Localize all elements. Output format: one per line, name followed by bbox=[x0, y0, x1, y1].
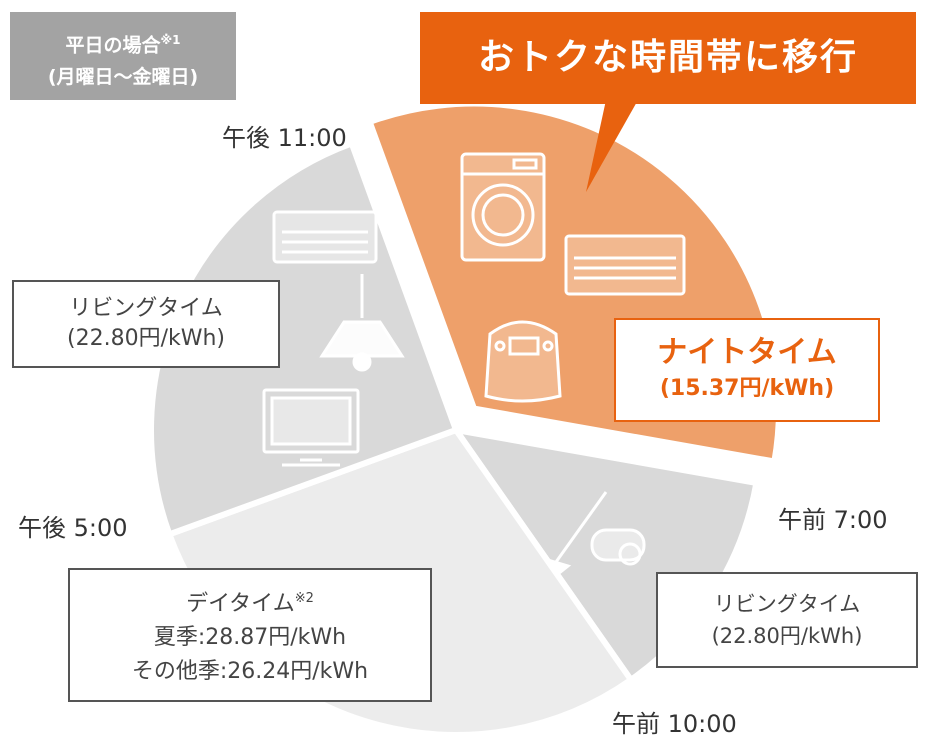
shift-banner: おトクな時間帯に移行 bbox=[420, 12, 916, 104]
living-time-evening-name: リビングタイム bbox=[69, 296, 223, 321]
time-label-am7: 午前 7:00 bbox=[778, 506, 888, 534]
weekday-badge: 平日の場合※1 (月曜日〜金曜日) bbox=[10, 12, 236, 100]
living-time-evening-rate: (22.80円/kWh) bbox=[67, 326, 225, 351]
time-label-am10: 午前 10:00 bbox=[612, 710, 737, 738]
day-time-other-rate: その他季:26.24円/kWh bbox=[131, 659, 369, 685]
footnote-mark-1: ※1 bbox=[160, 33, 181, 47]
vacuum-cleaner-icon bbox=[544, 491, 646, 577]
pendant-lamp-icon bbox=[319, 274, 405, 372]
television-icon bbox=[262, 388, 360, 467]
rice-cooker-icon bbox=[484, 320, 562, 403]
washing-machine-icon bbox=[460, 152, 546, 262]
living-time-evening-label: リビングタイム (22.80円/kWh) bbox=[12, 280, 280, 368]
badge-line1: 平日の場合※1 bbox=[65, 33, 181, 57]
living-time-morning-name: リビングタイム bbox=[713, 592, 861, 616]
air-conditioner-icon bbox=[272, 210, 378, 264]
living-time-morning-label: リビングタイム (22.80円/kWh) bbox=[656, 572, 918, 668]
day-time-label: デイタイム※2 夏季:28.87円/kWh その他季:26.24円/kWh bbox=[68, 568, 432, 702]
night-time-name: ナイトタイム bbox=[657, 335, 837, 370]
time-label-pm11: 午後 11:00 bbox=[222, 124, 347, 152]
air-conditioner-icon bbox=[564, 234, 686, 296]
banner-pointer bbox=[586, 100, 638, 192]
time-label-pm5: 午後 5:00 bbox=[18, 514, 128, 542]
badge-line2: (月曜日〜金曜日) bbox=[47, 66, 199, 89]
night-time-rate: (15.37円/kWh) bbox=[659, 376, 835, 401]
footnote-mark-2: ※2 bbox=[294, 591, 314, 606]
living-time-morning-rate: (22.80円/kWh) bbox=[711, 624, 863, 648]
night-time-label: ナイトタイム (15.37円/kWh) bbox=[614, 318, 880, 422]
day-time-name-line: デイタイム※2 bbox=[186, 591, 314, 617]
day-time-summer-rate: 夏季:28.87円/kWh bbox=[153, 625, 347, 651]
